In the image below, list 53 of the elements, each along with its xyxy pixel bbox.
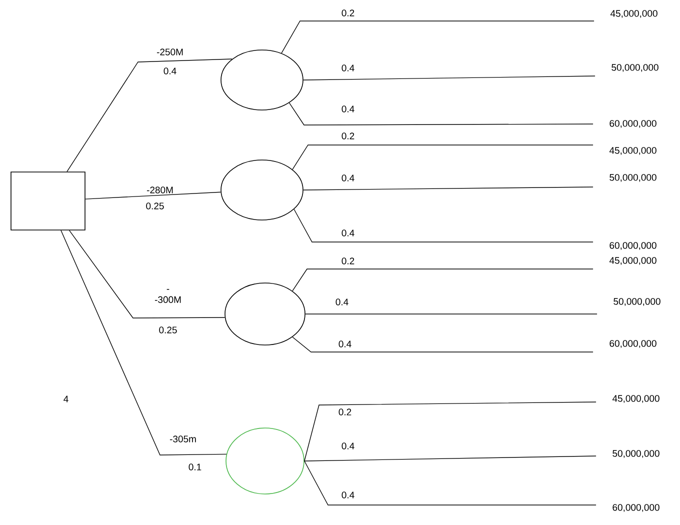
- edge-label: 0.4: [342, 230, 354, 236]
- payoff-value: 45,000,000: [609, 147, 656, 155]
- branch-line: [60, 230, 227, 456]
- edge-label: 0.4: [342, 106, 354, 112]
- chance-node: [224, 282, 306, 346]
- edge-label: 0.4: [342, 442, 354, 450]
- edge-label: 0.4: [342, 174, 354, 182]
- probability-label: 4: [64, 396, 68, 402]
- branch-line: [281, 20, 594, 54]
- chance-node: [220, 160, 304, 220]
- branch-line: [288, 102, 594, 126]
- branch-line: [292, 336, 594, 352]
- edge-label: 0.4: [342, 64, 354, 72]
- branch-line: [292, 144, 594, 170]
- branch-line: [304, 402, 596, 462]
- payoff-value: 45,000,000: [612, 395, 660, 403]
- edge-label: 0.4: [342, 492, 354, 498]
- payoff-value: 60,000,000: [610, 120, 656, 128]
- probability-label: 0.25: [159, 326, 177, 334]
- branch-line: [66, 58, 232, 172]
- payoff-value: 50,000,000: [612, 64, 658, 72]
- edge-label: -305m: [170, 436, 196, 442]
- branch-line: [69, 230, 226, 318]
- branch-line: [304, 460, 596, 506]
- payoff-value: 45,000,000: [610, 10, 658, 18]
- edge-label: -280M: [146, 186, 173, 194]
- payoff-value: 50,000,000: [614, 298, 660, 306]
- decision-box: [10, 172, 86, 230]
- branch-line: [303, 76, 596, 80]
- branch-line: [85, 192, 222, 200]
- payoff-value: 60,000,000: [610, 242, 656, 250]
- edge-label: - -300M: [154, 289, 181, 303]
- chance-node: [226, 428, 304, 494]
- payoff-value: 50,000,000: [612, 450, 660, 458]
- payoff-value: 45,000,000: [609, 257, 656, 265]
- edge-label: 0.2: [338, 408, 352, 416]
- probability-label: 0.25: [146, 202, 164, 210]
- edge-label: 0.2: [342, 10, 354, 16]
- edge-label: -250M: [156, 48, 183, 56]
- chance-node: [220, 50, 304, 110]
- probability-label: 0.1: [188, 464, 202, 470]
- edge-label: 0.2: [342, 132, 354, 140]
- branch-line: [303, 186, 594, 190]
- branch-line: [292, 268, 594, 292]
- payoff-value: 50,000,000: [610, 174, 656, 182]
- probability-label: 0.4: [164, 68, 176, 74]
- edge-label: 0.4: [338, 340, 352, 348]
- branch-line: [304, 456, 596, 462]
- branch-line: [294, 208, 594, 242]
- edge-label: 0.2: [342, 258, 354, 264]
- payoff-value: 60,000,000: [612, 504, 660, 512]
- payoff-value: 60,000,000: [610, 340, 656, 348]
- edge-label: 0.4: [336, 298, 348, 306]
